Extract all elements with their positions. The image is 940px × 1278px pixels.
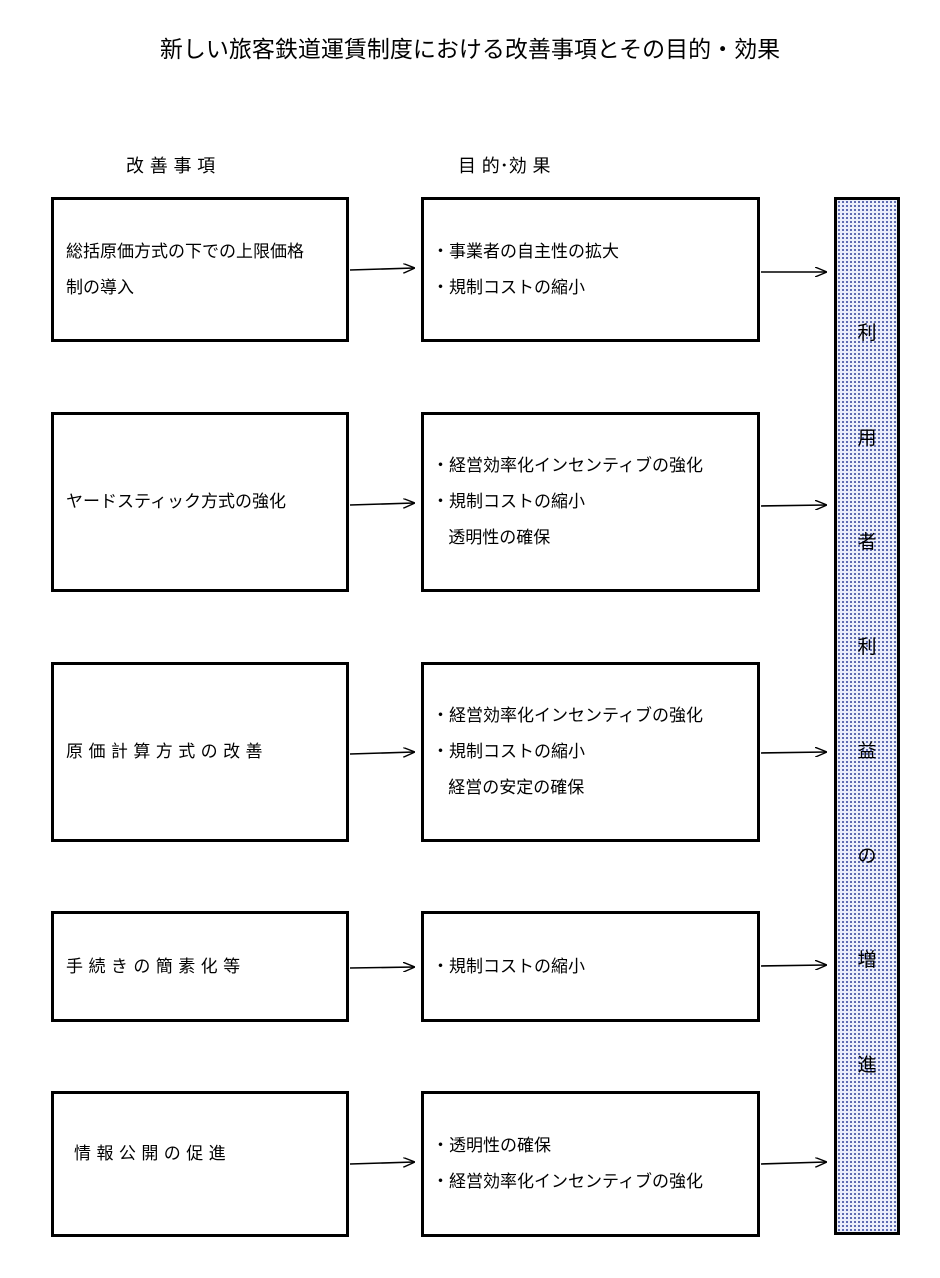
arrow-left-to-mid-2: [349, 503, 414, 505]
result-char: 用: [857, 427, 877, 449]
improvement-box-3: 原価計算方式の改善: [51, 662, 349, 842]
arrow-left-to-mid-5: [349, 1162, 414, 1164]
header-improvements: 改 善 事 項: [126, 156, 216, 177]
arrow-mid-to-result-2: [760, 505, 826, 506]
effect-line: ・規制コストの縮小: [432, 492, 585, 512]
arrow-mid-to-result-5: [760, 1162, 826, 1164]
effect-line: ・規制コストの縮小: [432, 277, 585, 298]
result-char: の: [857, 845, 877, 867]
effect-line: ・透明性の確保: [432, 1136, 551, 1156]
improvement-box-2: ヤードスティック方式の強化: [51, 412, 349, 592]
arrow-left-to-mid-4: [349, 967, 414, 968]
result-char: 増: [857, 949, 877, 971]
effect-line: ・経営効率化インセンティブの強化: [432, 456, 703, 476]
effect-box-5: ・透明性の確保 ・経営効率化インセンティブの強化: [421, 1091, 760, 1237]
effect-line: ・経営効率化インセンティブの強化: [432, 1172, 703, 1192]
arrow-mid-to-result-3: [760, 752, 826, 753]
arrow-mid-to-result-4: [760, 965, 826, 966]
improvement-box-4: 手続きの簡素化等: [51, 911, 349, 1022]
result-char: 利: [857, 322, 877, 344]
effect-box-1: ・事業者の自主性の拡大 ・規制コストの縮小: [421, 197, 760, 342]
effect-line: ・事業者の自主性の拡大: [432, 241, 619, 262]
page-title: 新しい旅客鉄道運賃制度における改善事項とその目的・効果: [159, 37, 781, 63]
result-char: 益: [857, 740, 877, 762]
effect-box-4: ・規制コストの縮小: [421, 911, 760, 1022]
effect-line: 経営の安定の確保: [432, 778, 585, 798]
result-char: 者: [857, 531, 877, 553]
effect-box-3: ・経営効率化インセンティブの強化 ・規制コストの縮小 経営の安定の確保: [421, 662, 760, 842]
result-char: 進: [857, 1054, 877, 1076]
effect-line: 透明性の確保: [432, 528, 551, 548]
improvement-label-3: 原価計算方式の改善: [66, 742, 268, 762]
improvement-label-2: ヤードスティック方式の強化: [66, 492, 286, 512]
arrow-left-to-mid-1: [349, 268, 414, 270]
result-box: 利 用 者 利 益 の 増 進: [834, 197, 900, 1235]
header-purposes: 目 的･効 果: [458, 156, 551, 177]
improvement-box-5: 情報公開の促進: [51, 1091, 349, 1237]
effect-line: ・規制コストの縮小: [432, 956, 585, 977]
result-char: 利: [857, 636, 877, 658]
effect-box-2: ・経営効率化インセンティブの強化 ・規制コストの縮小 透明性の確保: [421, 412, 760, 592]
effect-line: ・規制コストの縮小: [432, 742, 585, 762]
effect-line: ・経営効率化インセンティブの強化: [432, 706, 703, 726]
improvement-label-5: 情報公開の促進: [74, 1144, 232, 1164]
improvement-box-1: 総括原価方式の下での上限価格 制の導入: [51, 197, 349, 342]
improvement-label-1: 総括原価方式の下での上限価格 制の導入: [66, 241, 304, 298]
improvement-label-4: 手続きの簡素化等: [66, 956, 246, 977]
arrow-left-to-mid-3: [349, 752, 414, 754]
